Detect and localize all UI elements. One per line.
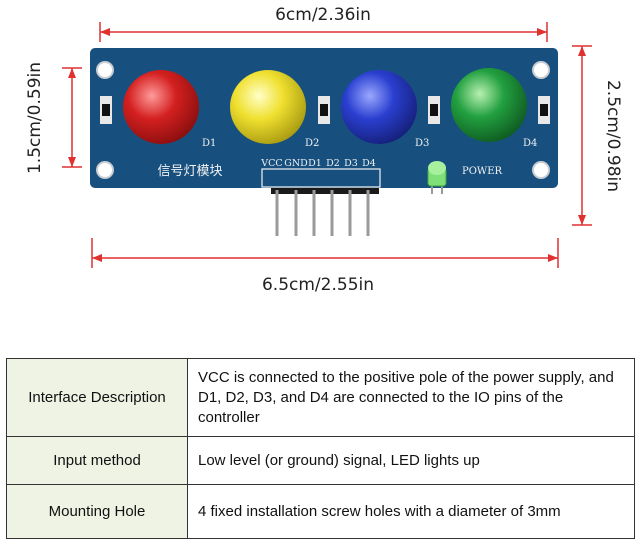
led-blue xyxy=(341,70,417,144)
right-height-label: 2.5cm/0.98in xyxy=(603,80,623,192)
table-row: Interface Description VCC is connected t… xyxy=(6,358,635,437)
module-name: 信号灯模块 xyxy=(157,164,222,179)
row-value: Low level (or ground) signal, LED lights… xyxy=(187,436,635,485)
led-red xyxy=(123,70,199,144)
pin-label-gnd: GND xyxy=(284,158,308,169)
row-label: Mounting Hole xyxy=(6,484,188,539)
led-label-d2: D2 xyxy=(305,138,319,149)
table-row: Input method Low level (or ground) signa… xyxy=(6,436,635,485)
led-green xyxy=(451,68,527,142)
smd-resistors xyxy=(100,96,550,124)
bottom-width-label: 6.5cm/2.55in xyxy=(262,275,374,295)
mounting-holes xyxy=(96,61,550,179)
pin-label-d3: D3 xyxy=(344,158,358,169)
left-dimension: 1.5cm/0.59in xyxy=(25,62,82,174)
pin-label-vcc: VCC xyxy=(260,158,282,169)
right-dimension: 2.5cm/0.98in xyxy=(572,45,623,226)
led-label-d3: D3 xyxy=(415,138,429,149)
top-dimension: 6cm/2.36in xyxy=(99,5,548,42)
left-height-label: 1.5cm/0.59in xyxy=(25,62,45,174)
row-value: VCC is connected to the positive pole of… xyxy=(187,358,635,437)
bottom-dimension: 6.5cm/2.55in xyxy=(91,238,559,295)
led-yellow xyxy=(230,70,306,144)
power-led xyxy=(427,161,447,194)
row-label: Input method xyxy=(6,436,188,485)
row-label: Interface Description xyxy=(6,358,188,437)
pin-label-d4: D4 xyxy=(362,158,376,169)
table-row: Mounting Hole 4 fixed installation screw… xyxy=(6,484,635,539)
led-label-d1: D1 xyxy=(202,138,216,149)
pin-label-d1: D1 xyxy=(308,158,322,169)
row-value: 4 fixed installation screw holes with a … xyxy=(187,484,635,539)
spec-table: Interface Description VCC is connected t… xyxy=(6,358,635,539)
power-label: POWER xyxy=(462,166,503,177)
header-outline xyxy=(261,168,381,188)
top-width-label: 6cm/2.36in xyxy=(275,5,371,25)
header-pins xyxy=(271,184,379,236)
led-label-d4: D4 xyxy=(523,138,537,149)
pin-label-row: VCC GND D1 D2 D3 D4 xyxy=(260,158,376,169)
pin-label-d2: D2 xyxy=(326,158,340,169)
module-diagram: 6cm/2.36in 1.5cm/0.59in 2.5cm/0.98in 6.5… xyxy=(25,5,623,295)
